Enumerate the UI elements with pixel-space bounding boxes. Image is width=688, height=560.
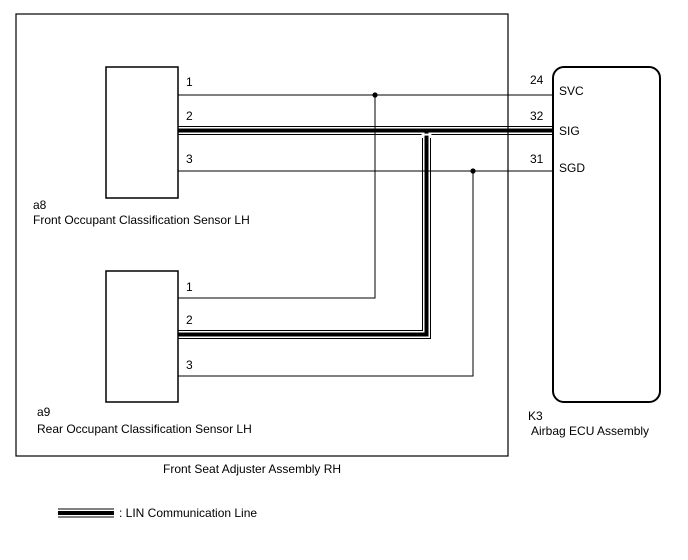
ecu-pin-31: 31: [530, 152, 544, 166]
lin-junction-gap: [421, 133, 432, 136]
airbag-ecu-box: [552, 66, 661, 403]
junction-svc: [372, 92, 378, 98]
rear-sensor-box: [105, 270, 179, 403]
ecu-pin-24: 24: [530, 73, 544, 87]
ecu-signal-svc: SVC: [559, 84, 584, 98]
wire-svc-branch: [178, 95, 376, 299]
rear-pin-1: 1: [186, 280, 193, 294]
legend-text: : LIN Communication Line: [119, 506, 257, 520]
front-sensor-code: a8: [33, 198, 47, 212]
assembly-label: Front Seat Adjuster Assembly RH: [163, 462, 341, 476]
rear-pin-3: 3: [186, 358, 193, 372]
junction-sgd: [470, 168, 476, 174]
front-pin-2: 2: [186, 109, 193, 123]
ecu-pin-32: 32: [530, 109, 544, 123]
front-sensor-name: Front Occupant Classification Sensor LH: [33, 213, 250, 227]
ecu-name: Airbag ECU Assembly: [531, 424, 649, 438]
ecu-signal-sig: SIG: [559, 124, 580, 138]
lin-line-sig-branch: [178, 130, 431, 339]
legend-lin-symbol: [58, 508, 114, 518]
ecu-signal-sgd: SGD: [559, 161, 585, 175]
front-pin-3: 3: [186, 152, 193, 166]
front-sensor-box: [105, 66, 179, 199]
wire-sgd-branch: [178, 171, 474, 377]
front-pin-1: 1: [186, 75, 193, 89]
rear-sensor-code: a9: [37, 405, 51, 419]
rear-sensor-name: Rear Occupant Classification Sensor LH: [37, 422, 252, 436]
lin-line-sig: [178, 126, 553, 135]
rear-pin-2: 2: [186, 313, 193, 327]
ecu-code: K3: [528, 409, 543, 423]
seat-adjuster-assembly-box: [15, 13, 509, 457]
